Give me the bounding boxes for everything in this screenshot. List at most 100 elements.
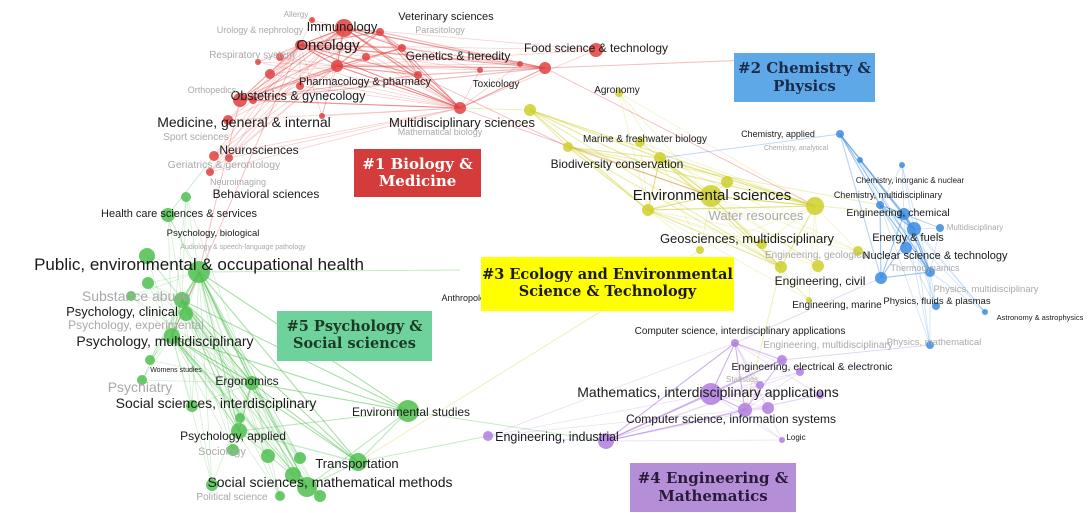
node-label: Physics, fluids & plasmas	[883, 296, 990, 307]
edge	[227, 107, 461, 121]
edge	[761, 205, 816, 245]
node-label: Chemistry, inorganic & nuclear	[856, 176, 965, 185]
edge	[903, 213, 931, 273]
edge	[839, 133, 905, 215]
edge	[605, 359, 783, 442]
node-label: Immunology	[307, 19, 378, 34]
edge	[659, 133, 841, 159]
node-label: Genetics & heredity	[406, 49, 511, 63]
edge	[379, 31, 461, 109]
node-red	[517, 61, 523, 67]
node-red	[225, 154, 233, 162]
edge	[181, 196, 187, 301]
edge	[879, 164, 903, 206]
edge	[209, 65, 338, 173]
node-red	[223, 115, 233, 125]
edge	[299, 44, 419, 76]
edge	[181, 299, 359, 463]
node-green	[275, 491, 285, 501]
edge	[238, 430, 359, 463]
edge	[321, 107, 461, 117]
node-red	[454, 102, 466, 114]
edge	[147, 282, 253, 384]
edge	[209, 44, 301, 173]
edge	[336, 63, 521, 67]
edge	[417, 74, 569, 148]
edge	[459, 63, 521, 109]
node-yellow	[775, 261, 787, 273]
edge	[181, 299, 308, 488]
edge	[239, 99, 461, 109]
edge	[238, 410, 409, 432]
edge	[239, 65, 338, 101]
edge	[417, 74, 461, 109]
edge	[306, 410, 409, 488]
node-red	[296, 82, 304, 90]
edge	[859, 159, 881, 206]
node-label: Mathematics, interdisciplinary applicati…	[577, 384, 838, 400]
node-blue	[875, 272, 887, 284]
node-yellow	[853, 246, 863, 256]
edge	[529, 109, 816, 207]
node-yellow	[757, 239, 767, 249]
node-red	[331, 60, 343, 72]
node-label: Psychology, biological	[167, 228, 260, 239]
edge	[605, 393, 712, 442]
edge	[336, 65, 546, 69]
edge	[191, 382, 253, 407]
node-yellow	[700, 185, 722, 207]
edge	[859, 159, 905, 215]
node-label: Computer science, information systems	[626, 412, 836, 426]
node-purple	[816, 391, 824, 399]
node-yellow	[642, 204, 654, 216]
edge	[487, 393, 712, 437]
edge	[567, 146, 649, 211]
edge	[257, 61, 338, 67]
edge	[901, 164, 931, 273]
edge	[343, 27, 521, 65]
node-purple	[483, 431, 493, 441]
node-blue	[936, 224, 944, 232]
edge	[251, 382, 409, 412]
edge	[181, 299, 269, 457]
node-label: Respiratory system	[209, 50, 295, 61]
edge	[299, 44, 403, 49]
edge	[710, 195, 782, 268]
edge	[647, 157, 661, 211]
edge	[544, 59, 751, 69]
edge	[185, 196, 200, 273]
node-label: Sport sciences	[163, 132, 229, 143]
node-red	[477, 67, 483, 73]
edge	[605, 342, 736, 442]
edge	[903, 213, 941, 229]
edge	[252, 27, 345, 101]
edge	[780, 205, 816, 268]
edge	[146, 255, 183, 301]
edge	[459, 107, 712, 197]
edge	[269, 65, 338, 75]
edge	[321, 65, 338, 117]
node-label: Agronomy	[594, 85, 640, 96]
cluster-label-psychology-social: #5 Psychology & Social sciences	[277, 311, 432, 361]
edge	[167, 155, 215, 216]
edge	[181, 299, 308, 488]
node-label: Geriatrics & gerontology	[168, 159, 281, 171]
edge	[130, 295, 173, 337]
edge	[299, 85, 461, 109]
edge	[181, 299, 253, 384]
edge	[781, 344, 931, 361]
edge	[198, 271, 294, 476]
edge	[647, 209, 782, 268]
edge	[808, 205, 816, 301]
edge	[228, 44, 301, 159]
edge	[710, 195, 819, 267]
edge	[605, 409, 746, 442]
edge	[529, 109, 661, 159]
node-red	[376, 28, 384, 36]
edge	[198, 271, 301, 459]
edge	[299, 44, 338, 67]
node-label: Social sciences, interdisciplinary	[116, 395, 317, 411]
edge	[710, 393, 821, 396]
edge	[734, 342, 783, 361]
